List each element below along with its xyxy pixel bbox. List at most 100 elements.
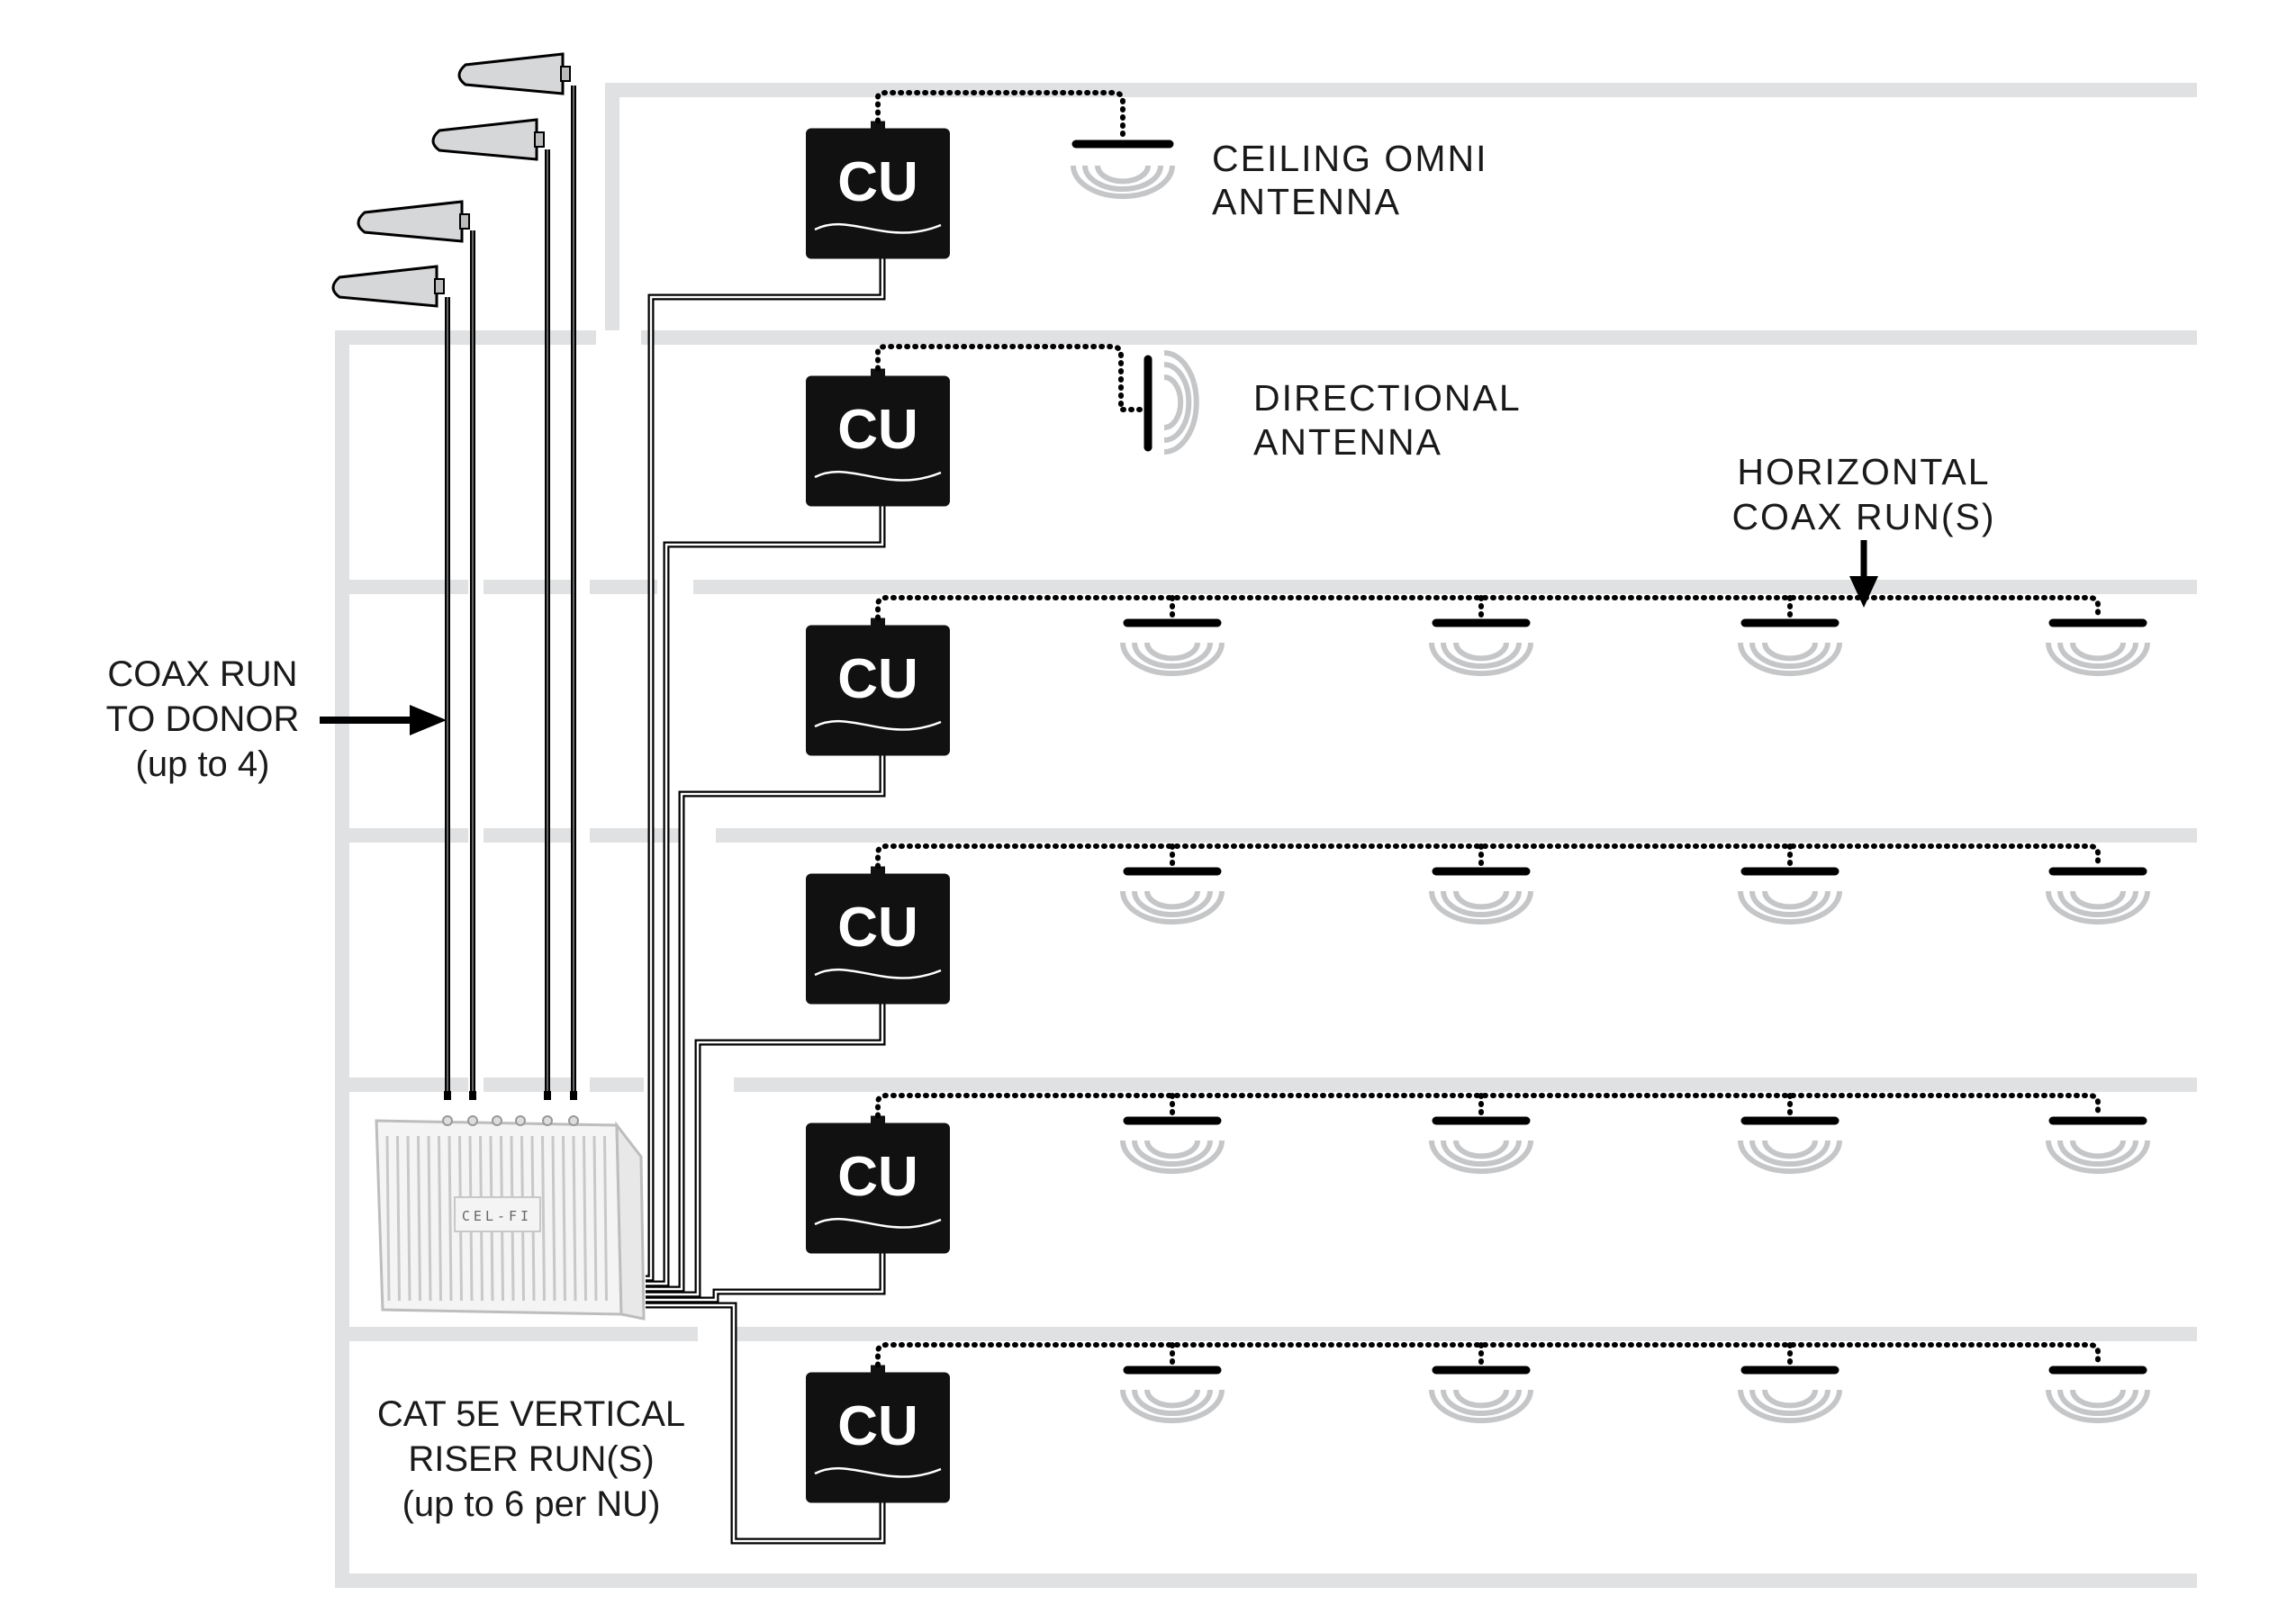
signal-arc — [1429, 642, 1533, 677]
signal-arc — [2070, 1389, 2126, 1409]
ceiling-dome-antenna-icon — [1120, 867, 1225, 925]
cu-body — [806, 128, 950, 259]
signal-arc — [1095, 165, 1151, 185]
nu-label-plate — [454, 1196, 541, 1232]
coverage-unit-icon: CU — [806, 866, 950, 1005]
nu-port — [568, 1115, 579, 1126]
signal-arc — [2070, 1140, 2126, 1159]
svg-text:COAX RUN: COAX RUN — [107, 654, 297, 694]
signal-arc — [1163, 374, 1184, 430]
signal-arc — [1749, 890, 1830, 917]
cu-label: CU — [837, 1146, 918, 1208]
svg-text:COAX RUN(S): COAX RUN(S) — [1731, 496, 1995, 537]
network-unit-icon: CEL-FI — [375, 1115, 646, 1321]
coax-to-donor-label: COAX RUN TO DONOR (up to 4) — [106, 654, 447, 784]
ceiling-dome-antenna-icon — [1429, 867, 1533, 925]
signal-arc — [1120, 1389, 1225, 1424]
nu-port — [442, 1115, 453, 1126]
cu-wave — [814, 1466, 942, 1478]
signal-arc — [1071, 165, 1175, 200]
nu-port — [492, 1115, 502, 1126]
horizontal-coax-cable — [875, 595, 2101, 621]
signal-arc — [1453, 1389, 1509, 1409]
coverage-unit-icon: CU — [806, 1365, 950, 1503]
svg-text:CEILING OMNI: CEILING OMNI — [1212, 138, 1487, 179]
nu-logo: CEL-FI — [462, 1208, 532, 1224]
svg-text:(up to 6 per NU): (up to 6 per NU) — [402, 1484, 661, 1524]
ceiling-dome-antenna-icon — [2046, 867, 2150, 925]
signal-arc — [1738, 642, 1842, 677]
signal-arc — [1120, 642, 1225, 677]
ceiling-dome-antenna-icon — [2046, 618, 2150, 677]
cat5e-riser-cables — [646, 257, 886, 1545]
coax-connector — [570, 1091, 577, 1100]
signal-arc — [1429, 1140, 1533, 1175]
cu-body — [806, 873, 950, 1005]
signal-arc — [1429, 890, 1533, 925]
ceiling-dome-antenna-icon — [1120, 1366, 1225, 1424]
horizontal-coax-cable — [875, 344, 1145, 412]
ceiling-dome-antenna-icon — [1738, 618, 1842, 677]
svg-text:DIRECTIONAL: DIRECTIONAL — [1253, 377, 1522, 419]
donor-antenna-mount — [534, 131, 545, 148]
signal-arc — [1144, 1389, 1200, 1409]
signal-arc — [1749, 642, 1830, 669]
cu-body — [806, 1123, 950, 1254]
cu-body — [806, 625, 950, 756]
cat5e-riser-cable-core — [646, 1303, 884, 1543]
cat5e-riser-cable-core — [646, 1251, 884, 1302]
signal-arc — [1132, 1389, 1213, 1416]
donor-antenna-icon — [331, 265, 438, 308]
signal-arc — [1738, 1140, 1842, 1175]
svg-text:ANTENNA: ANTENNA — [1253, 421, 1442, 463]
svg-text:CAT 5E VERTICAL: CAT 5E VERTICAL — [377, 1394, 685, 1434]
cat5e-riser-label: CAT 5E VERTICAL RISER RUN(S) (up to 6 pe… — [377, 1394, 685, 1524]
donor-antenna-mount — [560, 66, 571, 82]
signal-arc — [1429, 1389, 1533, 1424]
cu-wave — [814, 470, 942, 482]
svg-text:ANTENNA: ANTENNA — [1212, 181, 1401, 222]
signal-arc — [2070, 890, 2126, 910]
svg-text:HORIZONTAL: HORIZONTAL — [1737, 451, 1990, 492]
cat5e-riser-cable-core — [646, 257, 884, 1280]
coverage-unit-icon: CU — [806, 121, 950, 259]
cu-port — [871, 1365, 885, 1375]
coverage-unit-icon: CU — [806, 1115, 950, 1254]
svg-text:TO DONOR: TO DONOR — [106, 699, 300, 739]
coax-connector — [469, 1091, 476, 1100]
signal-arc — [1453, 1140, 1509, 1159]
nu-side — [615, 1121, 646, 1321]
nu-heatsink-fin — [541, 1135, 546, 1302]
ceiling-dome-antenna-icon — [1738, 867, 1842, 925]
horizontal-coax-arrowhead — [1849, 576, 1878, 608]
nu-heatsink-fin — [551, 1135, 556, 1302]
signal-arc — [2046, 1140, 2150, 1175]
donor-antenna-group — [331, 52, 577, 1100]
nu-heatsink-fin — [396, 1135, 401, 1302]
cu-wave — [814, 1217, 942, 1229]
signal-arc — [2046, 890, 2150, 925]
ceiling-dome-antenna-icon — [1429, 618, 1533, 677]
nu-port — [467, 1115, 478, 1126]
signal-arc — [2057, 1389, 2138, 1416]
signal-arc — [2046, 642, 2150, 677]
cu-wave — [814, 719, 942, 731]
directional-antenna-icon — [1143, 350, 1199, 455]
cu-label: CU — [837, 897, 918, 959]
signal-arc — [1441, 890, 1522, 917]
svg-text:RISER RUN(S): RISER RUN(S) — [408, 1439, 654, 1479]
signal-arc — [1453, 890, 1509, 910]
nu-heatsink-fin — [438, 1135, 442, 1302]
directional-antenna-label: DIRECTIONAL ANTENNA — [1253, 377, 1522, 463]
cu-port — [871, 618, 885, 627]
ceiling-dome-antenna-icon — [1429, 1116, 1533, 1175]
cu-label: CU — [837, 399, 918, 461]
horizontal-coax-cable — [875, 1342, 2101, 1368]
nu-heatsink-fin — [603, 1135, 608, 1302]
cu-label: CU — [837, 648, 918, 710]
signal-arc — [2057, 1140, 2138, 1167]
cu-port — [871, 1115, 885, 1125]
donor-antenna-mount — [434, 278, 445, 294]
coverage-unit-icon: CU — [806, 368, 950, 507]
ceiling-omni-antenna-icon — [1071, 140, 1175, 200]
